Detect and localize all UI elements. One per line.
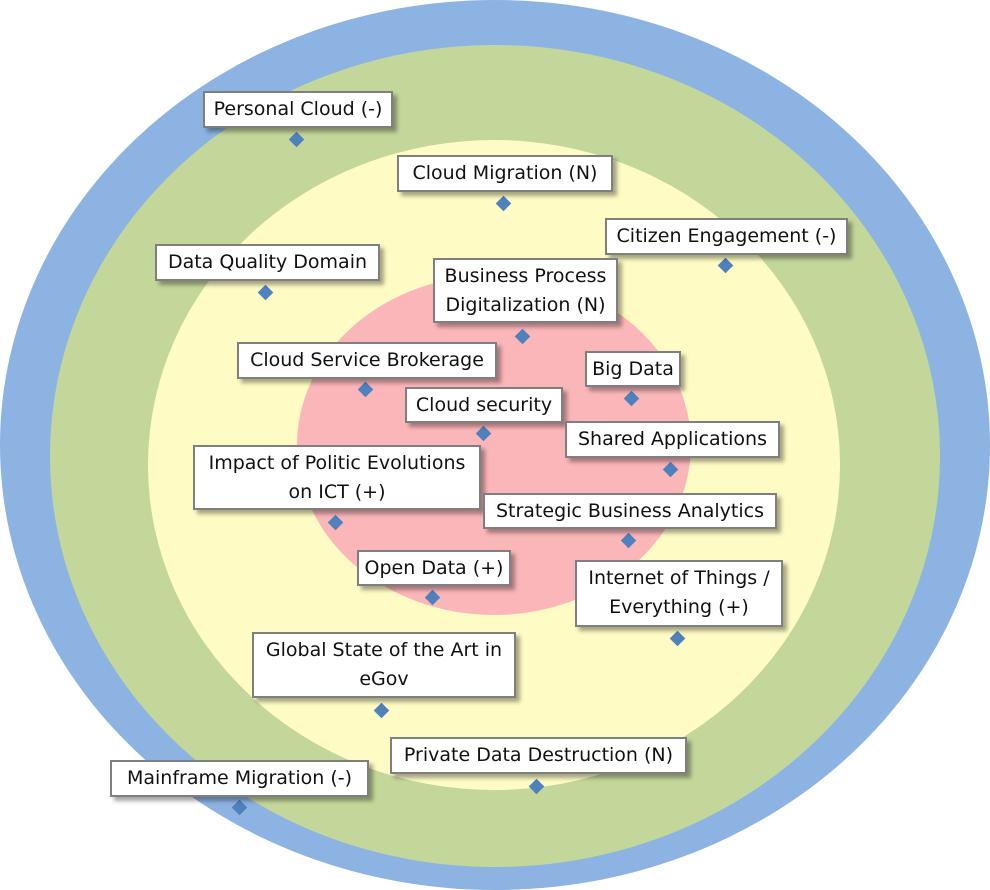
label-big-data: Big Data [585,351,681,387]
label-private-data-destruction-n: Private Data Destruction (N) [390,737,687,774]
label-citizen-engagement: Citizen Engagement (-) [605,218,848,255]
label-strategic-business-analytics: Strategic Business Analytics [483,493,777,529]
label-cloud-service-brokerage: Cloud Service Brokerage [237,342,497,379]
label-shared-applications: Shared Applications [565,421,780,458]
label-cloud-migration-n: Cloud Migration (N) [397,155,613,192]
label-personal-cloud: Personal Cloud (-) [203,91,393,128]
label-cloud-security: Cloud security [405,387,563,423]
label-data-quality-domain: Data Quality Domain [155,244,380,281]
label-internet-of-things-everything: Internet of Things / Everything (+) [575,560,783,627]
label-global-state-of-the-art-in-egov: Global State of the Art in eGov [252,632,516,698]
label-impact-of-politic-evolutions-on-ict: Impact of Politic Evolutions on ICT (+) [193,445,481,510]
label-open-data: Open Data (+) [357,550,511,586]
label-mainframe-migration: Mainframe Migration (-) [110,760,369,797]
label-business-process-digitalization-n: Business Process Digitalization (N) [433,258,618,323]
